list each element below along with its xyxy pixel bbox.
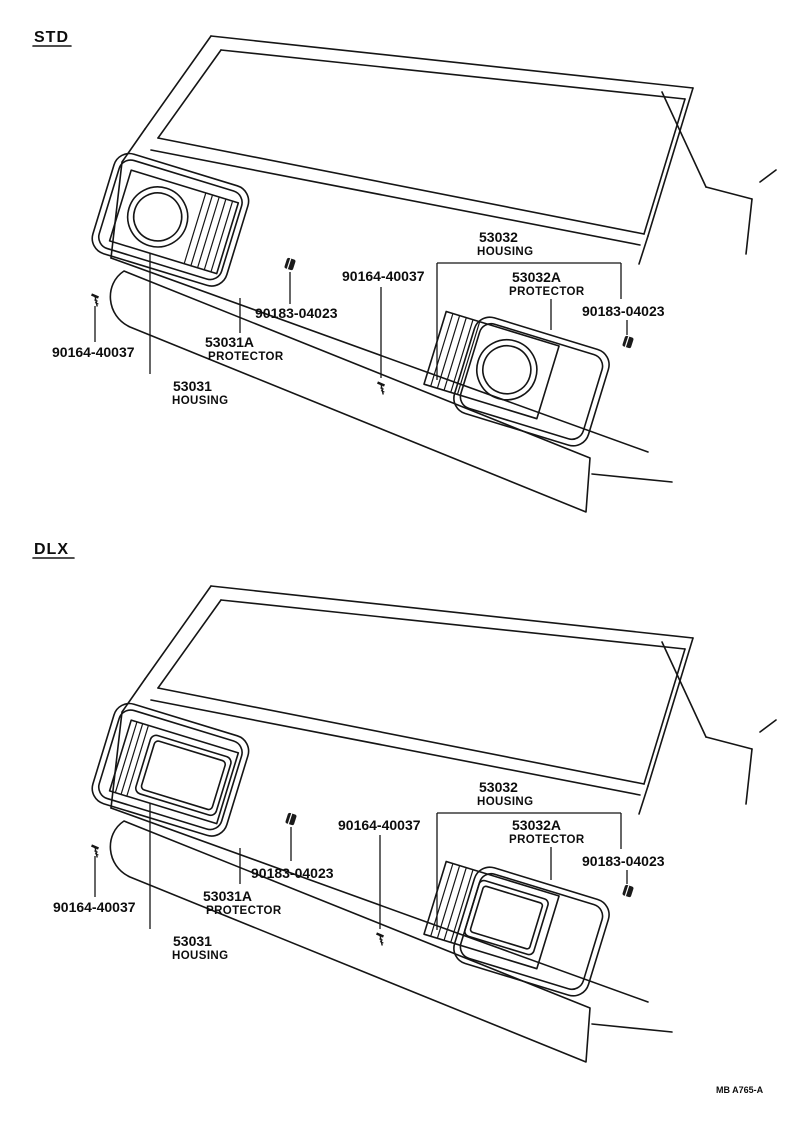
std-leader-lines — [94, 253, 628, 380]
std-label-housing-left-word: HOUSING — [172, 395, 228, 407]
dlx-right-lamp-lens — [463, 879, 549, 956]
std-section-title: STD — [34, 29, 69, 46]
dlx-label-protector-right-number: 53032A — [512, 817, 561, 833]
dlx-leader-lines — [94, 803, 628, 930]
std-right-lamp-lens — [476, 338, 538, 401]
dlx-left-housing — [108, 719, 240, 825]
std-left-protector — [91, 152, 250, 287]
std-label-protector-right-word: PROTECTOR — [509, 286, 585, 298]
dlx-label-protector-left-word: PROTECTOR — [206, 905, 282, 917]
dlx-right-grille-slats — [430, 863, 474, 943]
dlx-left-headlamp-assembly — [91, 702, 250, 837]
dlx-label-screw-left: 90164-40037 — [53, 899, 136, 915]
dlx-label-housing-left-number: 53031 — [173, 933, 212, 949]
std-left-headlamp-assembly — [91, 152, 250, 287]
std-label-protector-left-number: 53031A — [205, 334, 254, 350]
std-label-screw-mid: 90164-40037 — [342, 268, 425, 284]
dlx-label-screw-mid: 90164-40037 — [338, 817, 421, 833]
screw-icon — [90, 293, 100, 308]
std-left-lamp-lens — [126, 186, 189, 248]
std-label-housing-left-number: 53031 — [173, 378, 212, 394]
std-label-protector-right-number: 53032A — [512, 269, 561, 285]
std-label-clip-left: 90183-04023 — [255, 305, 338, 321]
dlx-label-housing-right-number: 53032 — [479, 779, 518, 795]
dlx-label-clip-left: 90183-04023 — [251, 865, 334, 881]
drawing-code: MB A765-A — [716, 1085, 764, 1095]
dlx-section-title: DLX — [34, 541, 69, 558]
std-label-housing-right-number: 53032 — [479, 229, 518, 245]
std-label-protector-left-word: PROTECTOR — [208, 351, 284, 363]
screw-icon — [375, 932, 385, 947]
std-right-grille-slats — [430, 313, 480, 395]
std-label-clip-right: 90183-04023 — [582, 303, 665, 319]
std-left-grille-slats — [183, 193, 233, 272]
clip-icon — [621, 334, 635, 350]
screw-icon — [376, 381, 386, 396]
dlx-right-housing — [423, 860, 560, 970]
std-right-housing — [423, 310, 560, 420]
dlx-label-protector-left-number: 53031A — [203, 888, 252, 904]
dlx-label-clip-right: 90183-04023 — [582, 853, 665, 869]
clip-icon — [621, 883, 635, 899]
dlx-label-housing-left-word: HOUSING — [172, 950, 228, 962]
screw-icon — [90, 844, 100, 859]
std-label-screw-left: 90164-40037 — [52, 344, 135, 360]
std-right-protector — [453, 316, 610, 447]
clip-icon — [283, 256, 297, 272]
clip-icon — [284, 811, 298, 827]
std-right-headlamp-assembly — [423, 310, 610, 447]
dlx-left-grille-slats — [115, 722, 149, 796]
dlx-left-lamp-lens — [134, 734, 232, 817]
std-left-housing — [108, 169, 240, 275]
dlx-right-protector — [453, 866, 610, 997]
dlx-right-headlamp-assembly — [423, 860, 610, 997]
dlx-label-protector-right-word: PROTECTOR — [509, 834, 585, 846]
dlx-van-front-outline — [109, 585, 777, 1063]
std-van-front-outline — [109, 35, 777, 513]
dlx-left-protector — [91, 702, 250, 837]
std-label-housing-right-word: HOUSING — [477, 246, 533, 258]
dlx-label-housing-right-word: HOUSING — [477, 796, 533, 808]
